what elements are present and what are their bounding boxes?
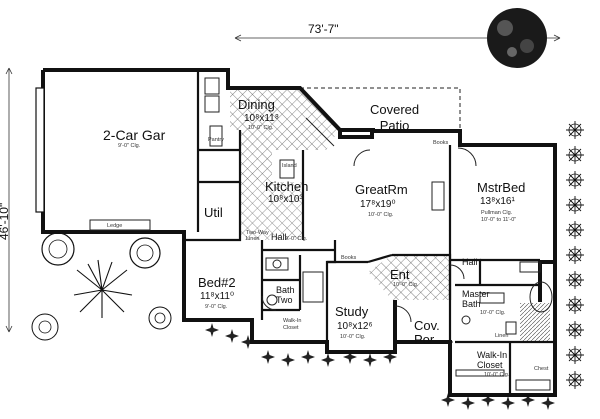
bath-two-name: Bath Two (276, 285, 295, 305)
kitchen-name: Kitchen (265, 179, 309, 194)
walkin-closet-name: Walk-In Closet (477, 350, 508, 371)
dining-ceiling: 10'-0" Clg. (248, 125, 274, 131)
tree-top-right (487, 8, 547, 68)
garage-ceiling: 9'-0" Clg. (118, 143, 141, 149)
utility-name: Util (204, 205, 223, 220)
overall-depth-label: 46'-10" (0, 202, 11, 240)
kitchen-tile-floor (240, 150, 303, 240)
master-bed-dims: 13⁸x16¹ (480, 196, 515, 207)
entry-ceiling: 10'-0" Clg. (393, 282, 419, 288)
study-dims: 10⁸x12⁶ (337, 321, 373, 332)
island-label: Island (282, 163, 297, 169)
bed2-ceiling: 9'-0" Clg. (205, 304, 228, 310)
dining-name: Dining (238, 97, 275, 112)
study-ceiling: 10'-0" Clg. (340, 334, 366, 340)
walkin-closet-ceiling: 10'-0" Clg. (484, 372, 510, 378)
books-label-2: Books (433, 140, 449, 146)
great-room-name: GreatRm (355, 182, 408, 197)
entry-name: Ent (390, 267, 410, 282)
entry-tile-floor (368, 255, 450, 300)
books-label-1: Books (341, 255, 357, 261)
covered-porch-name: Cov. Por (414, 318, 440, 348)
bed2-name: Bed#2 (198, 275, 236, 290)
linen-label: Linen (495, 333, 509, 339)
garage-name: 2-Car Gar (103, 127, 166, 143)
shower-tile (520, 303, 550, 341)
ledge-label: Ledge (107, 223, 123, 229)
walkin-left-name: Walk-In Closet (283, 318, 302, 331)
chest-label: Chest (534, 366, 549, 372)
overall-width-label: 73'-7" (308, 22, 339, 36)
garage-door (35, 87, 45, 213)
overall-depth-dimension (5, 67, 13, 333)
master-bed-name: MstrBed (477, 180, 526, 195)
pantry-label: Pantry (208, 137, 224, 143)
hall-left-ceiling: 9'-0" Clg. (285, 236, 308, 242)
interior-walls (182, 70, 555, 395)
covered-patio-name: Covered Patio (370, 102, 420, 134)
bed2-dims: 11⁸x11⁰ (200, 291, 234, 302)
master-bath-name: Master Bath (462, 289, 490, 310)
hall-left-name: Hall (271, 232, 287, 242)
shrubs-right-edge (565, 120, 585, 390)
study-name: Study (335, 304, 369, 319)
master-bed-ceiling: Pullman Clg. 10'-0" to 11'-0" (481, 210, 517, 223)
great-room-dims: 17⁸x19⁰ (360, 199, 396, 210)
great-room-ceiling: 10'-0" Clg. (368, 212, 394, 218)
two-way-linen-label: Two-Way Linen (246, 230, 269, 243)
exterior-walls (41, 68, 557, 397)
kitchen-dims: 10⁸x10³ (268, 194, 303, 205)
shrub-cluster-left (31, 232, 172, 341)
dining-dims: 10⁸x11⁸ (244, 113, 279, 124)
fixtures (89, 77, 553, 391)
hall-right-name: Hall (462, 257, 478, 267)
master-bath-ceiling: 10'-0" Clg. (480, 310, 506, 316)
